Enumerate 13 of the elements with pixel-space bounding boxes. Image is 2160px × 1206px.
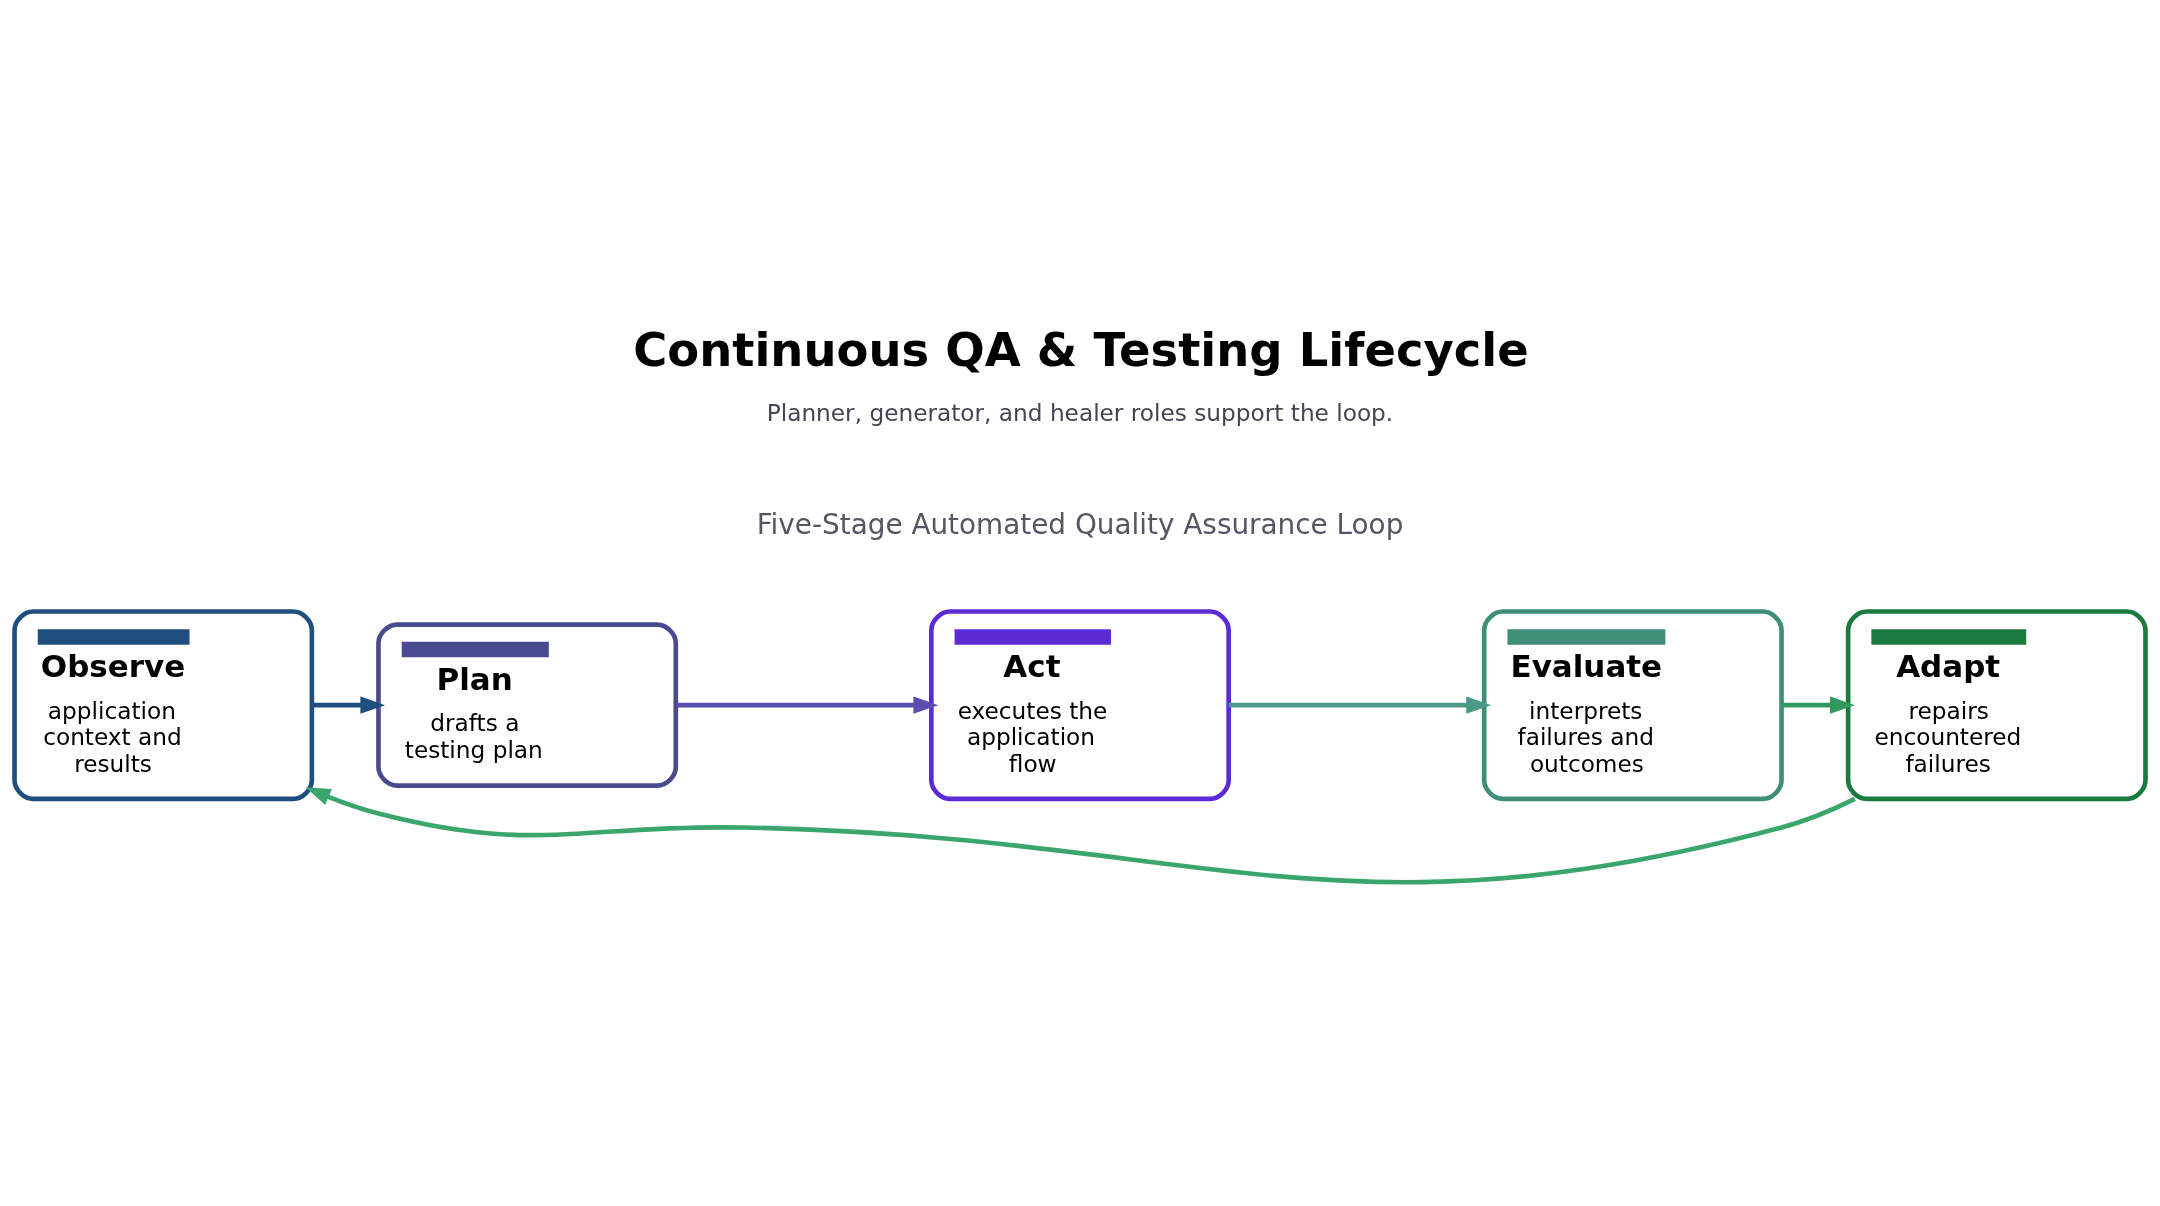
arrow [676, 695, 939, 714]
label: Five-Stage Automated Quality Assurance Loop [756, 507, 1404, 541]
diagram-title: Continuous QA & Testing Lifecycle [633, 322, 1529, 377]
node-box: Plan drafts a testing plan [376, 621, 679, 788]
arrow [1228, 695, 1492, 714]
node-box: Observe application context and results [12, 608, 315, 801]
node-box: Act executes the application flow [929, 608, 1231, 801]
label: Planner, generator, and healer roles support the loop. [766, 398, 1394, 426]
arrow [305, 786, 1856, 884]
arrow [1781, 695, 1855, 714]
node-box: Adapt repairs encountered failures [1845, 608, 2148, 801]
node-box: Evaluate interprets failures and outcomes [1481, 608, 1784, 801]
arrow [312, 695, 386, 714]
